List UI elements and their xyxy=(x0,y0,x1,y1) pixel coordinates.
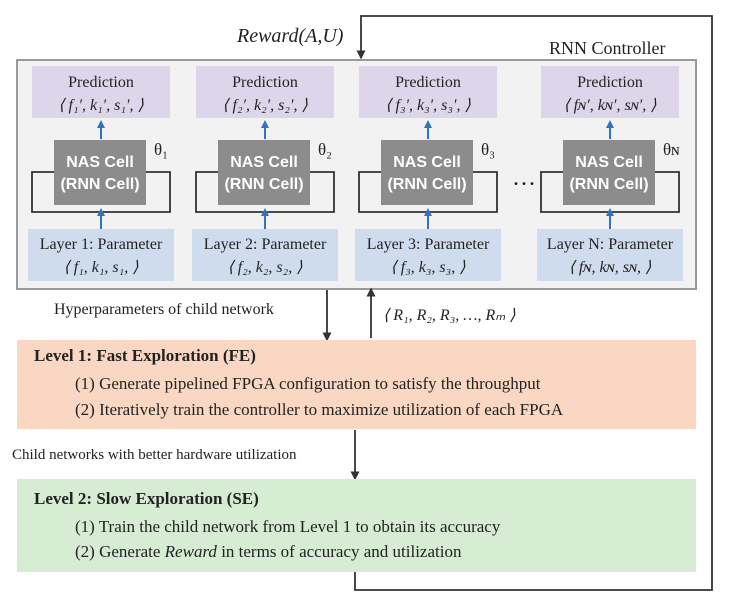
layer-parameter-box xyxy=(537,229,683,281)
prediction-title: Prediction xyxy=(232,74,298,91)
rnn-cell-label: (RNN Cell) xyxy=(387,176,466,193)
controller-column: Prediction ⟨ f₂′, k₂′, s₂′, ⟩ NAS Cell (RNN… xyxy=(192,66,338,281)
nas-cell-label: NAS Cell xyxy=(393,154,461,171)
layer-parameter-title: Layer N: Parameter xyxy=(547,236,674,253)
controller-column: Prediction ⟨ fɴ′, kɴ′, sɴ′, ⟩ NAS Cell (RNN… xyxy=(537,66,683,281)
layer-parameter-title: Layer 2: Parameter xyxy=(204,236,327,253)
prediction-title: Prediction xyxy=(68,74,134,91)
nas-cell-box xyxy=(381,140,473,205)
theta-label: θ₂ xyxy=(318,140,332,159)
layer-parameter-vars: ⟨ f₁, k₁, s₁, ⟩ xyxy=(64,259,140,276)
prediction-box xyxy=(541,66,679,118)
nas-cell-box xyxy=(218,140,310,205)
prediction-title: Prediction xyxy=(395,74,461,91)
level2-item1: (1) Train the child network from Level 1… xyxy=(75,517,501,536)
theta-label: θɴ xyxy=(663,140,680,159)
rnn-controller-title: RNN Controller xyxy=(549,38,666,58)
theta-label: θ₁ xyxy=(154,140,168,159)
rnn-cell-label: (RNN Cell) xyxy=(224,176,303,193)
level2-title: Level 2: Slow Exploration (SE) xyxy=(34,489,259,508)
prediction-title: Prediction xyxy=(577,74,643,91)
prediction-box xyxy=(32,66,170,118)
level1-item2: (2) Iteratively train the controller to … xyxy=(75,400,564,419)
rewards-list-label: ⟨ R₁, R₂, R₃, …, Rₘ ⟩ xyxy=(383,307,516,324)
level2-item2: (2) Generate Reward in terms of accuracy… xyxy=(75,542,462,561)
layer-parameter-box xyxy=(355,229,501,281)
prediction-vars: ⟨ f₁′, k₁′, s₁′, ⟩ xyxy=(58,97,144,114)
reward-feedback-line xyxy=(354,15,713,591)
nas-cell-label: NAS Cell xyxy=(66,154,134,171)
level2-item2-prefix: (2) Generate xyxy=(75,542,165,561)
controller-columns: Prediction ⟨ f₁′, k₁′, s₁′, ⟩ NAS Cell (RNN… xyxy=(28,66,683,281)
rnn-cell-label: (RNN Cell) xyxy=(60,176,139,193)
nas-cell-box xyxy=(54,140,146,205)
level1-box xyxy=(17,340,696,429)
prediction-vars: ⟨ fɴ′, kɴ′, sɴ′, ⟩ xyxy=(563,97,657,114)
layer-parameter-vars: ⟨ fɴ, kɴ, sɴ, ⟩ xyxy=(569,259,652,276)
level2-item2-suffix: in terms of accuracy and utilization xyxy=(217,542,462,561)
layer-parameter-box xyxy=(192,229,338,281)
prediction-box xyxy=(359,66,497,118)
level1-item1: (1) Generate pipelined FPGA configuratio… xyxy=(75,374,541,393)
level2-box xyxy=(17,479,696,572)
level2-item2-reward: Reward xyxy=(164,542,218,561)
layer-parameter-title: Layer 1: Parameter xyxy=(40,236,163,253)
nas-cell-label: NAS Cell xyxy=(230,154,298,171)
hyperparams-label: Hyperparameters of child network xyxy=(54,301,274,318)
prediction-box xyxy=(196,66,334,118)
ellipsis-label: … xyxy=(512,165,536,191)
layer-parameter-title: Layer 3: Parameter xyxy=(367,236,490,253)
rnn-cell-label: (RNN Cell) xyxy=(569,176,648,193)
controller-column: Prediction ⟨ f₃′, k₃′, s₃′, ⟩ NAS Cell (RNN… xyxy=(355,66,501,281)
level1-title: Level 1: Fast Exploration (FE) xyxy=(34,346,256,365)
prediction-vars: ⟨ f₂′, k₂′, s₂′, ⟩ xyxy=(222,97,308,114)
controller-column: Prediction ⟨ f₁′, k₁′, s₁′, ⟩ NAS Cell (RNN… xyxy=(28,66,174,281)
reward-label: Reward(A,U) xyxy=(236,25,344,47)
layer-parameter-box xyxy=(28,229,174,281)
theta-label: θ₃ xyxy=(481,140,495,159)
child-networks-label: Child networks with better hardware util… xyxy=(12,447,297,463)
layer-parameter-vars: ⟨ f₂, k₂, s₂, ⟩ xyxy=(228,259,304,276)
nas-cell-box xyxy=(563,140,655,205)
prediction-vars: ⟨ f₃′, k₃′, s₃′, ⟩ xyxy=(385,97,471,114)
layer-parameter-vars: ⟨ f₃, k₃, s₃, ⟩ xyxy=(391,259,467,276)
nas-cell-label: NAS Cell xyxy=(575,154,643,171)
